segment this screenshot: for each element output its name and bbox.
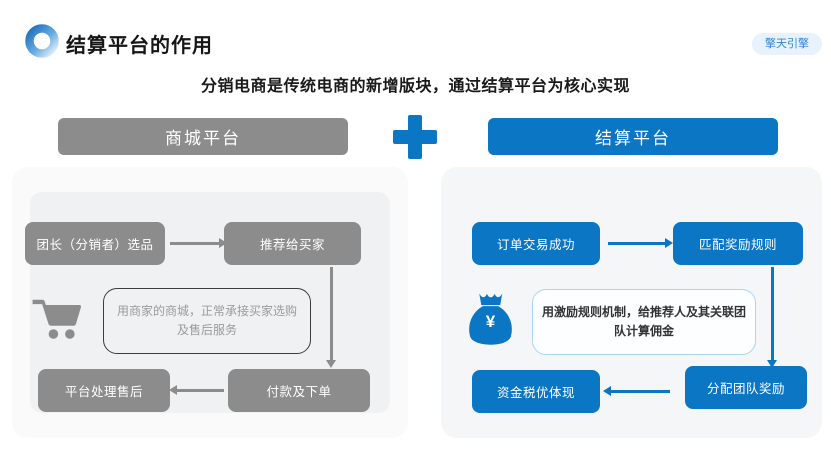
shopping-cart-icon: [30, 293, 82, 343]
arrow-right-icon: [170, 242, 220, 245]
plus-icon: [393, 115, 437, 159]
mall-note: 用商家的商城，正常承接买家选购 及售后服务: [103, 288, 311, 354]
mall-note-line1: 用商家的商城，正常承接买家选购: [116, 304, 297, 319]
settlement-note: 用激励规则机制，给推荐人及其关联团 队计算佣金: [532, 289, 756, 355]
box-pay-order: 付款及下单: [228, 369, 370, 412]
mall-note-line2: 及售后服务: [176, 323, 237, 337]
slide-subtitle: 分销电商是传统电商的新增版块，通过结算平台为核心实现: [200, 78, 630, 95]
settlement-note-line2: 队计算佣金: [613, 324, 674, 338]
mall-platform-header: 商城平台: [58, 118, 348, 155]
settlement-note-line1: 用激励规则机制，给推荐人及其关联团: [541, 305, 746, 320]
box-match-reward-rules: 匹配奖励规则: [673, 222, 803, 265]
money-bag-icon: [467, 292, 514, 352]
brand-badge: 擎天引擎: [752, 33, 822, 55]
arrow-left-icon: [176, 389, 224, 392]
box-leader-select: 团长（分销者）选品: [25, 222, 165, 265]
box-order-success: 订单交易成功: [472, 222, 600, 265]
box-platform-aftersale: 平台处理售后: [38, 369, 170, 412]
settlement-platform-header: 结算平台: [488, 118, 778, 155]
arrow-right-icon: [608, 242, 666, 245]
ring-logo-icon: [25, 24, 59, 58]
arrow-left-icon: [610, 390, 670, 393]
page-title: 结算平台的作用: [66, 35, 213, 57]
arrow-down-icon: [771, 267, 774, 361]
arrow-down-icon: [330, 267, 333, 361]
box-fund-tax-benefit: 资金税优体现: [472, 370, 600, 413]
box-recommend-buyer: 推荐给买家: [224, 222, 361, 265]
box-distribute-team-reward: 分配团队奖励: [685, 366, 807, 409]
yuan-symbol: ¥: [485, 312, 496, 331]
